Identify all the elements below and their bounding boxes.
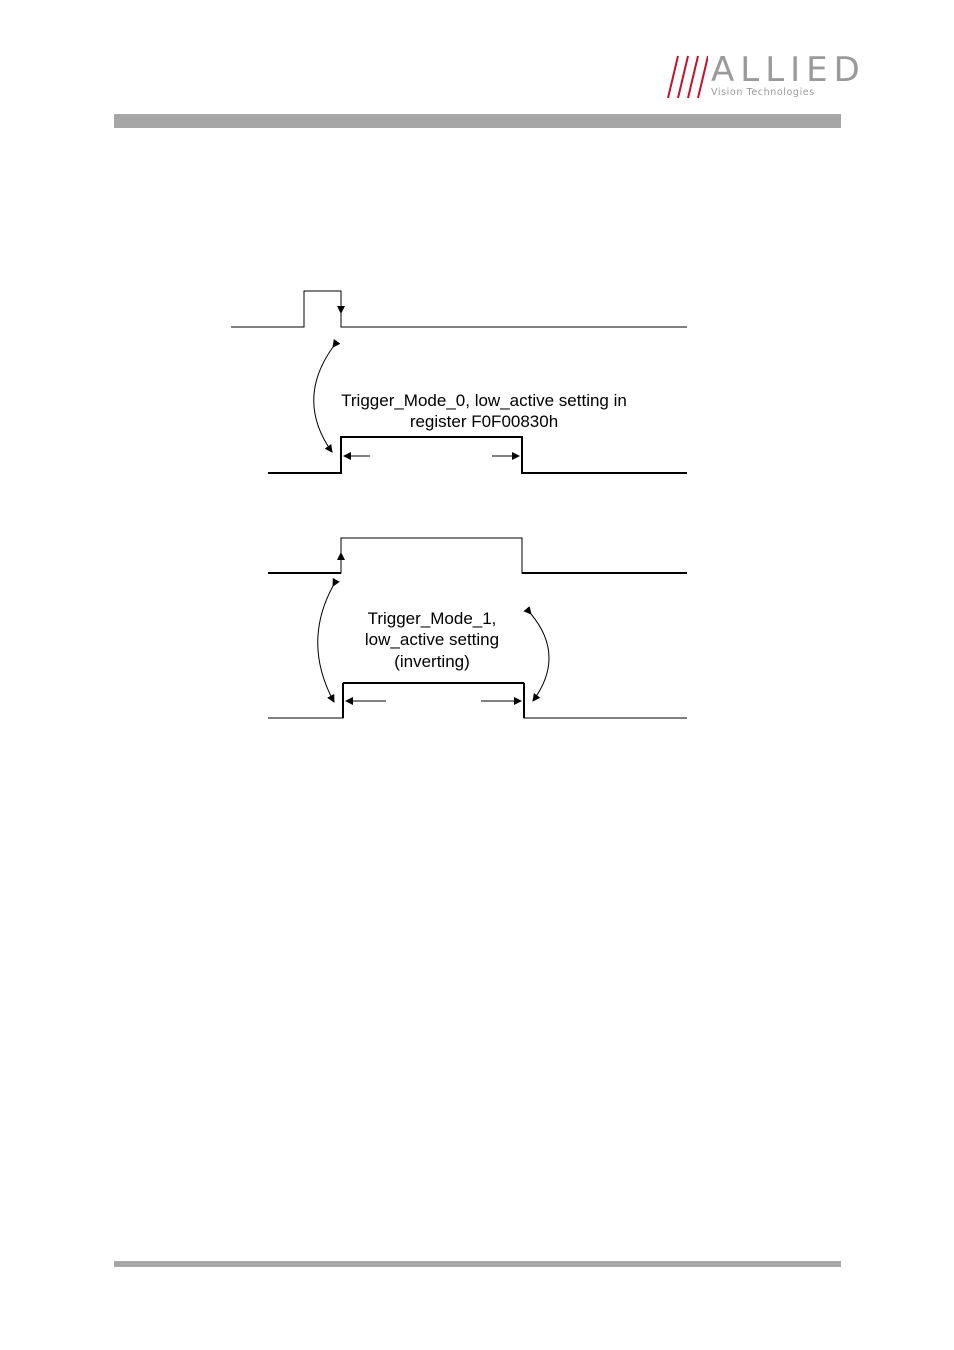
mode0-curved-arrow — [314, 347, 333, 452]
mode0-label-line2: register F0F00830h — [332, 411, 636, 432]
external-trigger-signal — [231, 291, 687, 327]
mode1-label-line2: low_active setting — [352, 629, 512, 650]
mode1-right-curved-arrow — [531, 614, 549, 701]
mode0-label-line1: Trigger_Mode_0, low_active setting in — [332, 390, 636, 411]
external-trigger-level-signal — [268, 538, 687, 573]
footer-rule — [114, 1261, 841, 1267]
mode1-left-curved-arrow — [318, 586, 334, 702]
trigger-mode-0-signal — [268, 437, 687, 473]
trigger-mode-1-signal — [268, 683, 687, 718]
mode1-label-line3: (inverting) — [352, 651, 512, 672]
mode1-label-line1: Trigger_Mode_1, — [352, 608, 512, 629]
